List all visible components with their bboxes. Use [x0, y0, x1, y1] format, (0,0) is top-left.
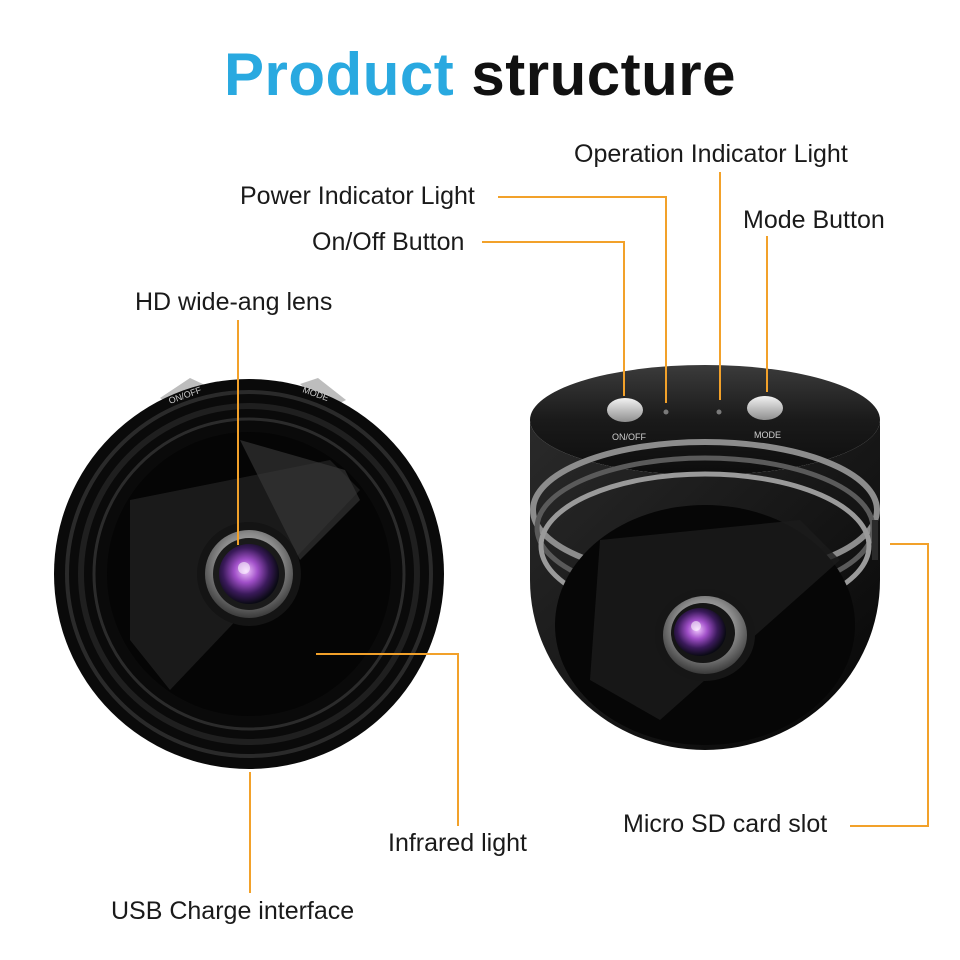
leader-power-indicator: [498, 196, 667, 403]
label-usb-charge: USB Charge interface: [111, 897, 355, 925]
label-mode-button: Mode Button: [743, 206, 885, 234]
leader-micro-sd: [850, 543, 929, 827]
right-sd-slot: [872, 520, 878, 560]
right-mode-button: [747, 396, 783, 420]
right-on-off-button: [607, 398, 643, 422]
label-operation-indicator: Operation Indicator Light: [574, 140, 848, 168]
leader-infrared-light: [316, 653, 459, 826]
left-camera: ON/OFF MODE: [54, 378, 444, 769]
right-camera: ON/OFF MODE: [530, 365, 880, 750]
right-mode-marking: MODE: [754, 430, 781, 440]
right-power-indicator: [663, 409, 669, 415]
label-infrared-light: Infrared light: [388, 829, 527, 857]
right-operation-indicator: [716, 409, 722, 415]
right-camera-top: [530, 365, 880, 475]
page-title: Product structure: [0, 40, 960, 110]
left-lens-glass: [219, 544, 279, 604]
label-micro-sd: Micro SD card slot: [623, 810, 828, 838]
right-lens-glass: [674, 608, 726, 656]
right-on-off-marking: ON/OFF: [612, 432, 646, 442]
leader-on-off-button: [482, 241, 625, 396]
title-word-structure: structure: [471, 41, 736, 108]
label-power-indicator: Power Indicator Light: [240, 182, 475, 210]
title-word-product: Product: [224, 41, 455, 108]
label-hd-lens: HD wide-ang lens: [135, 288, 333, 316]
label-on-off-button: On/Off Button: [312, 228, 465, 256]
